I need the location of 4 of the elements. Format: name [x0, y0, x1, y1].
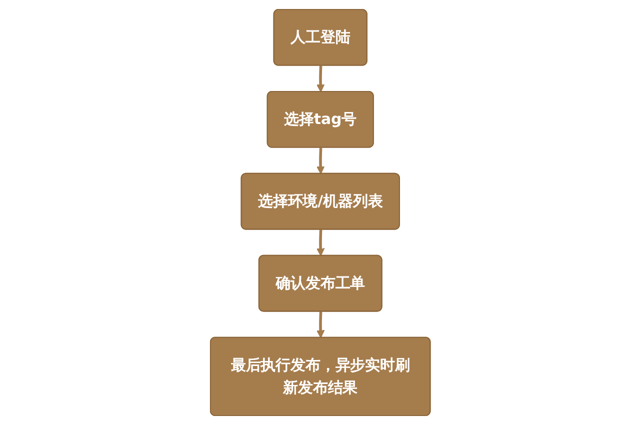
arrow	[316, 148, 324, 174]
arrow	[316, 66, 324, 92]
arrow	[316, 312, 324, 338]
arrow	[316, 230, 324, 256]
